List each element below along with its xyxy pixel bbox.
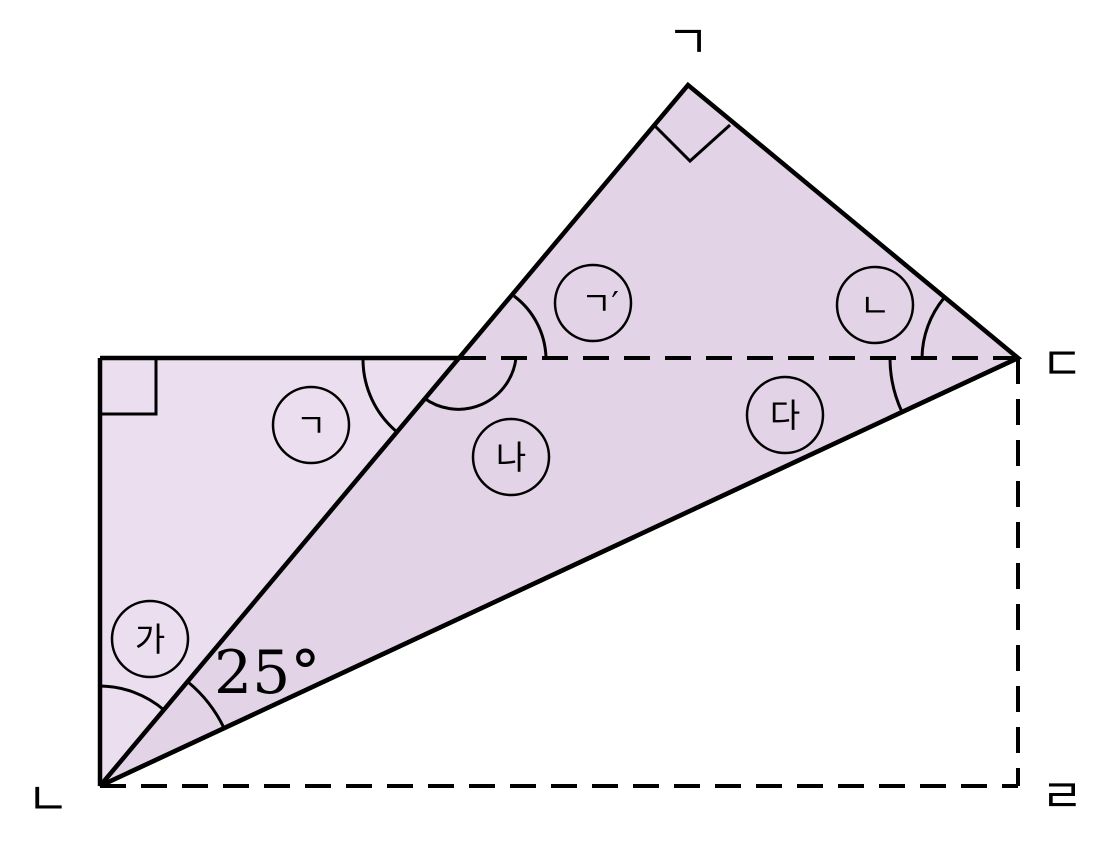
angle-arc-ga <box>99 684 165 712</box>
svg-text:가: 가 <box>135 620 165 659</box>
svg-text:나: 나 <box>496 438 526 477</box>
angle-label-ga: 가 <box>110 599 190 679</box>
svg-text:다: 다 <box>770 396 800 435</box>
vertex-label-bottom-right: ㄹ <box>1041 769 1083 823</box>
angle-label-na: 나 <box>471 417 551 497</box>
diagonal-edge <box>99 355 1019 789</box>
svg-text:ㄱ: ㄱ <box>296 406 326 445</box>
right-angle-mark-top-left <box>100 358 158 416</box>
angle-label-da: 다 <box>745 375 825 455</box>
vertex-label-top: ㄱ <box>667 15 709 69</box>
angle-arc-g-prime <box>513 294 548 359</box>
vertex-label-right: ㄷ <box>1041 337 1083 391</box>
angle-arc-25 <box>187 680 226 729</box>
vertex-label-bottom-left: ㄴ <box>27 772 69 826</box>
svg-text:ㄴ: ㄴ <box>860 286 890 325</box>
angle-arc-n <box>920 297 946 359</box>
right-angle-mark-top-vertex <box>652 123 732 164</box>
given-angle-label: 25° <box>214 638 320 708</box>
angle-label-n: ㄴ <box>835 265 915 345</box>
angle-arc-na <box>423 357 518 411</box>
svg-text:ㄱ′: ㄱ′ <box>581 284 619 323</box>
angle-arc-da <box>888 357 904 413</box>
angle-arc-g <box>361 357 398 434</box>
angle-label-g: ㄱ <box>271 385 351 465</box>
angle-label-g-prime: ㄱ′ <box>553 263 633 343</box>
